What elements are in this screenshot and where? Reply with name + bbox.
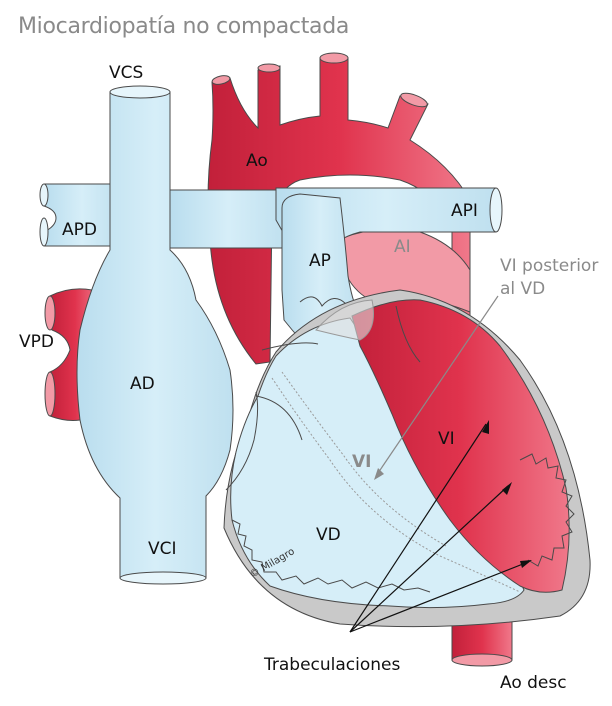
pulmonary-arteries: [39, 183, 503, 357]
annotation-arrows: [349, 295, 532, 633]
right-atrium-and-venae-cavae: [76, 85, 259, 585]
label-vci: VCI: [148, 539, 177, 559]
label-vi-inner: VI: [352, 452, 371, 472]
label-vi: VI: [438, 429, 455, 449]
label-vcs: VCS: [109, 63, 143, 83]
label-ao: Ao: [246, 151, 268, 171]
label-api: API: [451, 201, 478, 221]
label-trabeculaciones: Trabeculaciones: [263, 655, 401, 675]
left-ventricle: [315, 299, 575, 593]
label-vi-posterior-line1: VI posterior: [500, 256, 598, 276]
label-vd: VD: [316, 525, 341, 545]
label-apd: APD: [62, 220, 97, 240]
label-vi-posterior-line2: al VD: [500, 279, 545, 299]
aortic-arch: [207, 52, 471, 365]
label-ap: AP: [309, 251, 331, 271]
label-ao-desc: Ao desc: [500, 673, 567, 693]
label-ai: AI: [394, 237, 411, 257]
label-vpd: VPD: [19, 332, 54, 352]
label-ad: AD: [130, 374, 155, 394]
diagram-title: Miocardiopatía no compactada: [18, 14, 350, 39]
